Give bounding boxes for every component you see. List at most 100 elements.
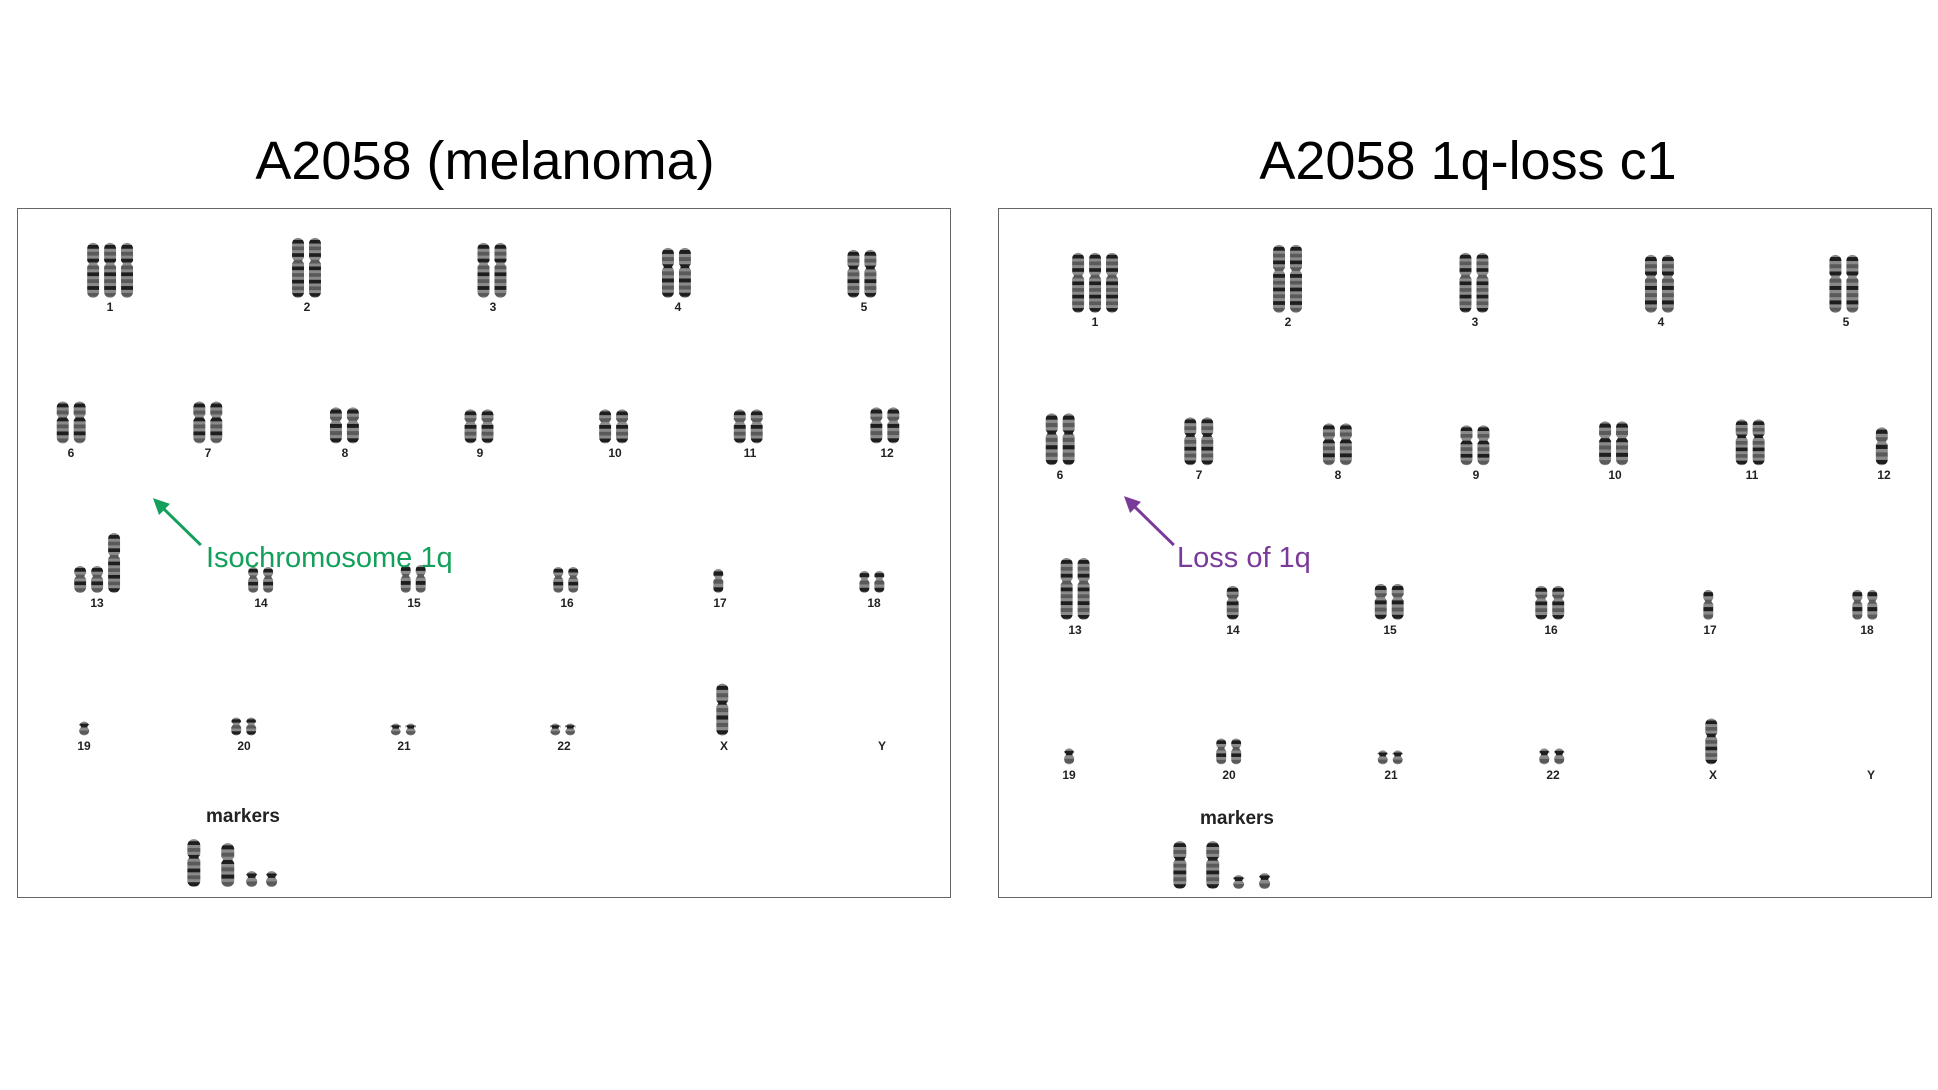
chromosome-7-copy-2	[210, 401, 223, 444]
chromosome-3-copy-1	[1459, 252, 1472, 313]
chromosome-5-copy-1	[1829, 254, 1842, 313]
chromosome-22-copy-1	[550, 723, 561, 736]
chromosome-16-copy-1	[1535, 585, 1548, 620]
chromosome-label-13: 13	[90, 596, 104, 610]
chromosome-16-copy-2	[1552, 585, 1565, 620]
chromosome-20-copy-2	[1231, 738, 1242, 765]
chromosome-label-4: 4	[674, 300, 682, 314]
chromosome-label-2: 2	[1284, 315, 1292, 329]
chromosome-10-copy-1	[1599, 421, 1612, 466]
chromosome-label-6: 6	[1056, 468, 1064, 482]
chromosome-2-copy-2	[1290, 244, 1302, 313]
annotation-text: Isochromosome 1q	[206, 542, 453, 574]
chromosome-9-copy-1	[464, 409, 477, 444]
chromosome-6-copy-2	[73, 401, 86, 444]
chromosome-label-11: 11	[1745, 468, 1759, 482]
chromosome-label-14: 14	[254, 596, 268, 610]
chromosome-14-copy-1	[248, 566, 259, 593]
chromosome-label-2: 2	[303, 300, 311, 314]
markers-label: markers	[1200, 808, 1274, 829]
chromosome-label-Y: Y	[877, 739, 887, 753]
chromosome-label-22: 22	[557, 739, 571, 753]
chromosome-21-copy-1	[390, 723, 401, 736]
marker-chromosome-2	[221, 843, 235, 888]
chromosome-8-copy-2	[1339, 423, 1352, 466]
chromosome-label-22: 22	[1546, 768, 1560, 782]
chromosome-label-21: 21	[1384, 768, 1398, 782]
chromosome-12-copy-1	[1875, 427, 1888, 466]
chromosome-9-copy-2	[481, 409, 494, 444]
chromosome-label-3: 3	[1471, 315, 1479, 329]
chromosome-label-15: 15	[407, 596, 421, 610]
chromosome-label-9: 9	[476, 446, 484, 460]
chromosome-5-copy-1	[847, 249, 860, 298]
chromosome-label-9: 9	[1472, 468, 1480, 482]
chromosome-label-20: 20	[1222, 768, 1236, 782]
chromosome-16-copy-1	[553, 566, 564, 593]
chromosome-21-copy-1	[1377, 750, 1388, 765]
chromosome-21-copy-2	[405, 723, 416, 736]
chromosome-label-19: 19	[1062, 768, 1076, 782]
chromosome-label-12: 12	[880, 446, 894, 460]
chromosome-1-copy-1	[87, 242, 100, 298]
chromosome-5-copy-2	[864, 249, 877, 298]
chromosome-label-16: 16	[1544, 623, 1558, 637]
chromosome-8-copy-1	[329, 407, 342, 444]
marker-chromosome-4	[266, 871, 278, 888]
chromosome-label-21: 21	[397, 739, 411, 753]
marker-chromosome-4	[1259, 873, 1271, 890]
karyotype-image-left	[56, 237, 900, 888]
chromosome-label-14: 14	[1226, 623, 1240, 637]
chromosome-11-copy-1	[733, 409, 746, 444]
chromosome-20-copy-1	[231, 717, 242, 736]
chromosome-19-copy-1	[1064, 748, 1075, 765]
chromosome-label-11: 11	[743, 446, 757, 460]
chromosome-8-copy-1	[1322, 423, 1335, 466]
marker-chromosome-3	[1233, 875, 1245, 890]
chromosome-1-copy-2	[104, 242, 117, 298]
chromosome-2-copy-1	[1273, 244, 1286, 313]
chromosome-20-copy-2	[246, 717, 257, 736]
chromosome-label-18: 18	[867, 596, 881, 610]
chromosome-label-7: 7	[1195, 468, 1203, 482]
chromosome-10-copy-2	[616, 409, 629, 444]
chromosome-label-Y: Y	[1866, 768, 1876, 782]
marker-chromosome-1	[187, 839, 201, 888]
chromosome-5-copy-2	[1846, 254, 1859, 313]
chromosome-label-17: 17	[1703, 623, 1717, 637]
chromosome-6-copy-1	[56, 401, 69, 444]
chromosome-22-copy-2	[565, 723, 576, 736]
chromosome-2-copy-1	[292, 237, 305, 298]
chromosome-11-copy-2	[750, 409, 763, 444]
chromosome-label-6: 6	[67, 446, 75, 460]
chromosome-8-copy-2	[346, 407, 359, 444]
chromosome-17-copy-1	[1703, 589, 1714, 620]
chromosome-label-8: 8	[341, 446, 349, 460]
chromosome-9-copy-2	[1477, 425, 1490, 466]
chromosome-20-copy-1	[1216, 738, 1227, 765]
chromosome-3-copy-1	[477, 242, 490, 298]
chromosome-7-copy-1	[1184, 417, 1197, 466]
chromosome-2-copy-2	[309, 237, 321, 298]
chromosome-11-copy-2	[1752, 419, 1765, 466]
chromosome-13-copy-1	[1060, 557, 1073, 620]
chromosome-label-20: 20	[237, 739, 251, 753]
chromosome-13-copy-1	[74, 565, 87, 593]
chromosome-16-copy-2	[568, 566, 579, 593]
chromosome-6-copy-1	[1045, 413, 1058, 466]
chromosome-22-copy-1	[1539, 748, 1550, 765]
chromosome-1-copy-1	[1072, 252, 1085, 313]
chromosome-X-copy-1	[716, 683, 729, 736]
chromosome-label-8: 8	[1334, 468, 1342, 482]
chromosome-18-copy-2	[1867, 589, 1878, 620]
chromosome-18-copy-2	[874, 570, 885, 593]
chromosome-4-copy-1	[661, 247, 674, 298]
chromosome-1-copy-3	[1106, 252, 1119, 313]
chromosome-21-copy-2	[1392, 750, 1403, 765]
chromosome-1-copy-3	[121, 242, 134, 298]
chromosome-4-copy-2	[1661, 254, 1674, 313]
markers-label: markers	[206, 806, 280, 827]
karyotype-image-right	[1045, 244, 1888, 890]
chromosome-label-1: 1	[1091, 315, 1099, 329]
